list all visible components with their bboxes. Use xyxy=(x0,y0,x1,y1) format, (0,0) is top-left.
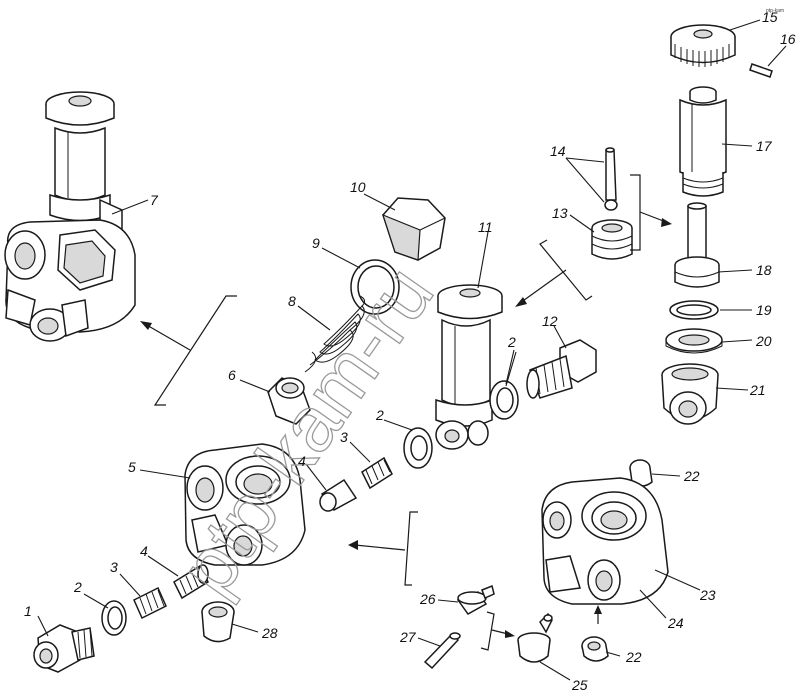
part-23-housing xyxy=(541,477,669,605)
label-23: 23 xyxy=(699,587,716,603)
part-labels: 7 10 9 8 6 11 12 2 2 3 4 5 14 13 15 16 1… xyxy=(24,9,796,693)
part-27-needle xyxy=(423,632,461,670)
part-21-base xyxy=(661,363,719,425)
bracket-bottom-middle xyxy=(348,511,418,586)
part-15-knob xyxy=(670,24,736,67)
label-2-mid-a: 2 xyxy=(507,334,516,350)
bracket-bottom-right xyxy=(480,611,515,651)
label-8: 8 xyxy=(288,293,296,309)
assembly-bracket-left xyxy=(140,295,237,406)
label-27: 27 xyxy=(399,629,417,645)
part-28-cap xyxy=(201,601,235,643)
label-13: 13 xyxy=(552,205,568,221)
part-18-plunger xyxy=(674,202,720,288)
part-3-spring-mid xyxy=(361,456,393,490)
label-19: 19 xyxy=(756,302,772,318)
label-9: 9 xyxy=(312,235,320,251)
label-25: 25 xyxy=(571,677,588,693)
label-21: 21 xyxy=(749,382,766,398)
label-16: 16 xyxy=(780,31,796,47)
label-6: 6 xyxy=(228,367,236,383)
part-5-housing xyxy=(184,443,306,566)
part-26-fitting xyxy=(456,584,495,615)
arrow-to-housing xyxy=(594,605,602,624)
part-11-cylinder xyxy=(435,284,503,450)
label-3-mid: 3 xyxy=(340,429,348,445)
leader-lines xyxy=(37,19,787,681)
label-17: 17 xyxy=(756,138,773,154)
label-5: 5 xyxy=(128,459,136,475)
label-10: 10 xyxy=(350,179,366,195)
part-1-fitting xyxy=(33,624,95,673)
part-19-ring xyxy=(669,300,719,320)
label-24: 24 xyxy=(667,615,684,631)
label-28: 28 xyxy=(261,625,278,641)
part-16-pin xyxy=(749,63,773,78)
assembled-pump xyxy=(4,91,136,342)
part-20-washer xyxy=(665,328,723,354)
part-3-spring-bottom xyxy=(133,586,167,620)
label-11: 11 xyxy=(478,219,493,235)
corner-mark: ptp-kam xyxy=(766,8,784,14)
label-2-bottom: 2 xyxy=(73,579,82,595)
part-14-rod xyxy=(604,147,618,211)
bracket-middle xyxy=(515,239,593,307)
part-25-valve xyxy=(517,612,553,663)
label-2-mid-b: 2 xyxy=(375,407,384,423)
part-2-washer-mid-a xyxy=(489,380,519,420)
label-18: 18 xyxy=(756,262,772,278)
part-17-piston-sleeve xyxy=(679,86,727,197)
part-12-fitting xyxy=(526,339,597,399)
label-4-bottom: 4 xyxy=(140,543,148,559)
label-15: 15 xyxy=(762,9,778,25)
label-14: 14 xyxy=(550,143,566,159)
part-8-spring xyxy=(304,295,366,373)
part-2-washer-mid-b xyxy=(403,427,433,469)
label-22-top: 22 xyxy=(683,468,700,484)
label-22-bottom: 22 xyxy=(625,649,642,665)
part-13-valve xyxy=(591,219,633,260)
label-26: 26 xyxy=(419,591,436,607)
part-4-valve-bottom xyxy=(173,564,209,600)
part-6-bushing xyxy=(267,377,311,425)
part-22-bushing-bottom xyxy=(581,636,609,662)
label-7: 7 xyxy=(150,192,159,208)
part-9-ring xyxy=(350,259,400,315)
label-20: 20 xyxy=(755,333,772,349)
label-4-mid: 4 xyxy=(298,453,306,469)
label-12: 12 xyxy=(542,313,558,329)
part-4-valve-mid xyxy=(319,478,358,512)
label-1: 1 xyxy=(24,603,32,619)
label-3-bottom: 3 xyxy=(110,559,118,575)
part-2-washer-bottom xyxy=(101,600,127,636)
bracket-right xyxy=(630,174,672,251)
part-10-cap xyxy=(382,197,446,261)
